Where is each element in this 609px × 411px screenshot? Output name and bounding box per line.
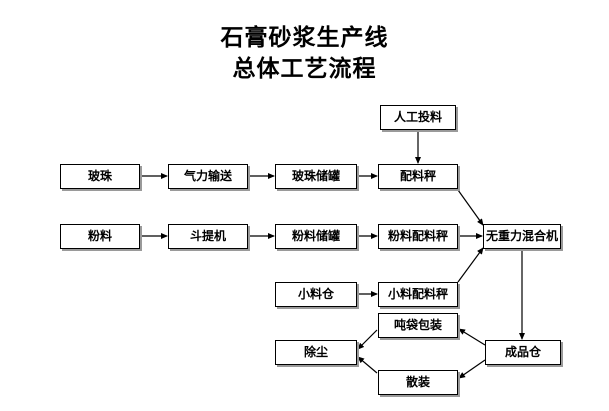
node-powder[interactable]: 粉料 bbox=[60, 224, 140, 249]
node-label: 配料秤 bbox=[399, 169, 436, 183]
node-label: 小料配料秤 bbox=[387, 287, 448, 301]
node-glass-bead-silo[interactable]: 玻珠储罐 bbox=[275, 164, 357, 189]
edge-e-bulk-to-dust bbox=[357, 356, 378, 374]
node-gravity-free-mixer[interactable]: 无重力混合机 bbox=[483, 224, 561, 249]
node-ton-bag-packing[interactable]: 吨袋包装 bbox=[378, 313, 458, 338]
node-minor-batch-scale[interactable]: 小料配料秤 bbox=[378, 282, 458, 307]
node-label: 散装 bbox=[405, 375, 430, 389]
title-line-2: 总体工艺流程 bbox=[232, 55, 377, 82]
node-label: 小料仓 bbox=[297, 287, 334, 301]
edge-e-mscale-to-mixer bbox=[457, 247, 484, 283]
node-label: 粉料配料秤 bbox=[387, 229, 448, 243]
node-label: 玻珠 bbox=[87, 169, 112, 183]
node-finished-silo[interactable]: 成品仓 bbox=[485, 340, 561, 365]
node-dust-removal[interactable]: 除尘 bbox=[275, 340, 357, 365]
edge-e-tonbag-to-dust bbox=[357, 329, 378, 350]
node-manual-feed[interactable]: 人工投料 bbox=[380, 105, 456, 130]
edge-e-batch-to-mixer bbox=[457, 189, 484, 226]
edge-e-finished-to-tonbag bbox=[458, 328, 486, 346]
node-powder-batch-scale[interactable]: 粉料配料秤 bbox=[378, 224, 458, 249]
node-label: 气力输送 bbox=[183, 169, 232, 183]
node-label: 吨袋包装 bbox=[393, 318, 442, 332]
node-powder-silo[interactable]: 粉料储罐 bbox=[275, 224, 357, 249]
node-label: 人工投料 bbox=[393, 110, 442, 124]
node-label: 粉料 bbox=[87, 229, 112, 243]
node-batching-scale[interactable]: 配料秤 bbox=[378, 164, 458, 189]
node-bucket-elevator[interactable]: 斗提机 bbox=[168, 224, 248, 249]
node-label: 除尘 bbox=[303, 345, 328, 359]
node-glass-bead[interactable]: 玻珠 bbox=[60, 164, 140, 189]
node-pneumatic-conveying[interactable]: 气力输送 bbox=[168, 164, 248, 189]
diagram-title: 石膏砂浆生产线 总体工艺流程 bbox=[0, 22, 609, 84]
node-label: 粉料储罐 bbox=[291, 229, 340, 243]
edge-e-finished-to-bulk bbox=[458, 359, 486, 379]
node-label: 玻珠储罐 bbox=[291, 169, 340, 183]
title-line-1: 石膏砂浆生产线 bbox=[220, 24, 389, 51]
node-label: 斗提机 bbox=[189, 229, 226, 243]
node-bulk-loading[interactable]: 散装 bbox=[378, 370, 458, 395]
node-label: 无重力混合机 bbox=[485, 229, 558, 243]
node-minor-material-bin[interactable]: 小料仓 bbox=[275, 282, 357, 307]
node-label: 成品仓 bbox=[504, 345, 541, 359]
